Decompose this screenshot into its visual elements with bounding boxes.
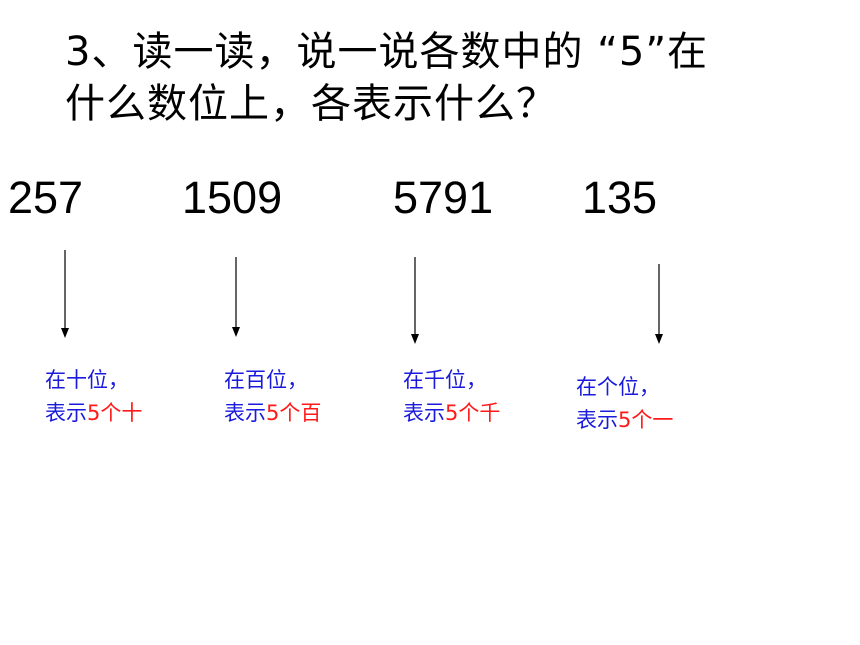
meaning-unit: 个十 bbox=[100, 401, 143, 425]
explanation-1509: 在百位， 表示5个百 bbox=[224, 364, 321, 430]
place-label: 在千位， bbox=[403, 368, 487, 392]
meaning-prefix: 表示 bbox=[45, 401, 87, 425]
explanation-5791: 在千位， 表示5个千 bbox=[403, 364, 500, 430]
down-arrow-icon bbox=[230, 257, 242, 338]
number-5791: 5791 bbox=[393, 172, 494, 223]
number-1509: 1509 bbox=[182, 172, 283, 223]
place-label: 在百位， bbox=[224, 368, 308, 392]
down-arrow-icon bbox=[59, 250, 71, 339]
number-135: 135 bbox=[582, 172, 658, 223]
meaning-prefix: 表示 bbox=[403, 401, 445, 425]
title-line-2: 什么数位上，各表示什么？ bbox=[65, 81, 557, 127]
place-label: 在十位， bbox=[45, 368, 129, 392]
digit-five: 5 bbox=[445, 401, 459, 425]
digit-five: 5 bbox=[266, 401, 280, 425]
down-arrow-icon bbox=[409, 257, 421, 345]
number-257: 257 bbox=[8, 172, 84, 223]
explanation-257: 在十位， 表示5个十 bbox=[45, 364, 142, 430]
digit-five: 5 bbox=[618, 408, 632, 432]
exercise-title: 3、读一读，说一说各数中的 “5”在 什么数位上，各表示什么？ bbox=[65, 26, 825, 130]
meaning-prefix: 表示 bbox=[576, 408, 618, 432]
meaning-unit: 个百 bbox=[279, 401, 322, 425]
meaning-unit: 个一 bbox=[631, 408, 674, 432]
meaning-prefix: 表示 bbox=[224, 401, 266, 425]
title-line-1: 3、读一读，说一说各数中的 “5”在 bbox=[65, 29, 709, 75]
down-arrow-icon bbox=[653, 264, 665, 345]
digit-five: 5 bbox=[87, 401, 101, 425]
place-label: 在个位， bbox=[576, 375, 660, 399]
meaning-unit: 个千 bbox=[458, 401, 501, 425]
explanation-135: 在个位， 表示5个一 bbox=[576, 371, 673, 437]
